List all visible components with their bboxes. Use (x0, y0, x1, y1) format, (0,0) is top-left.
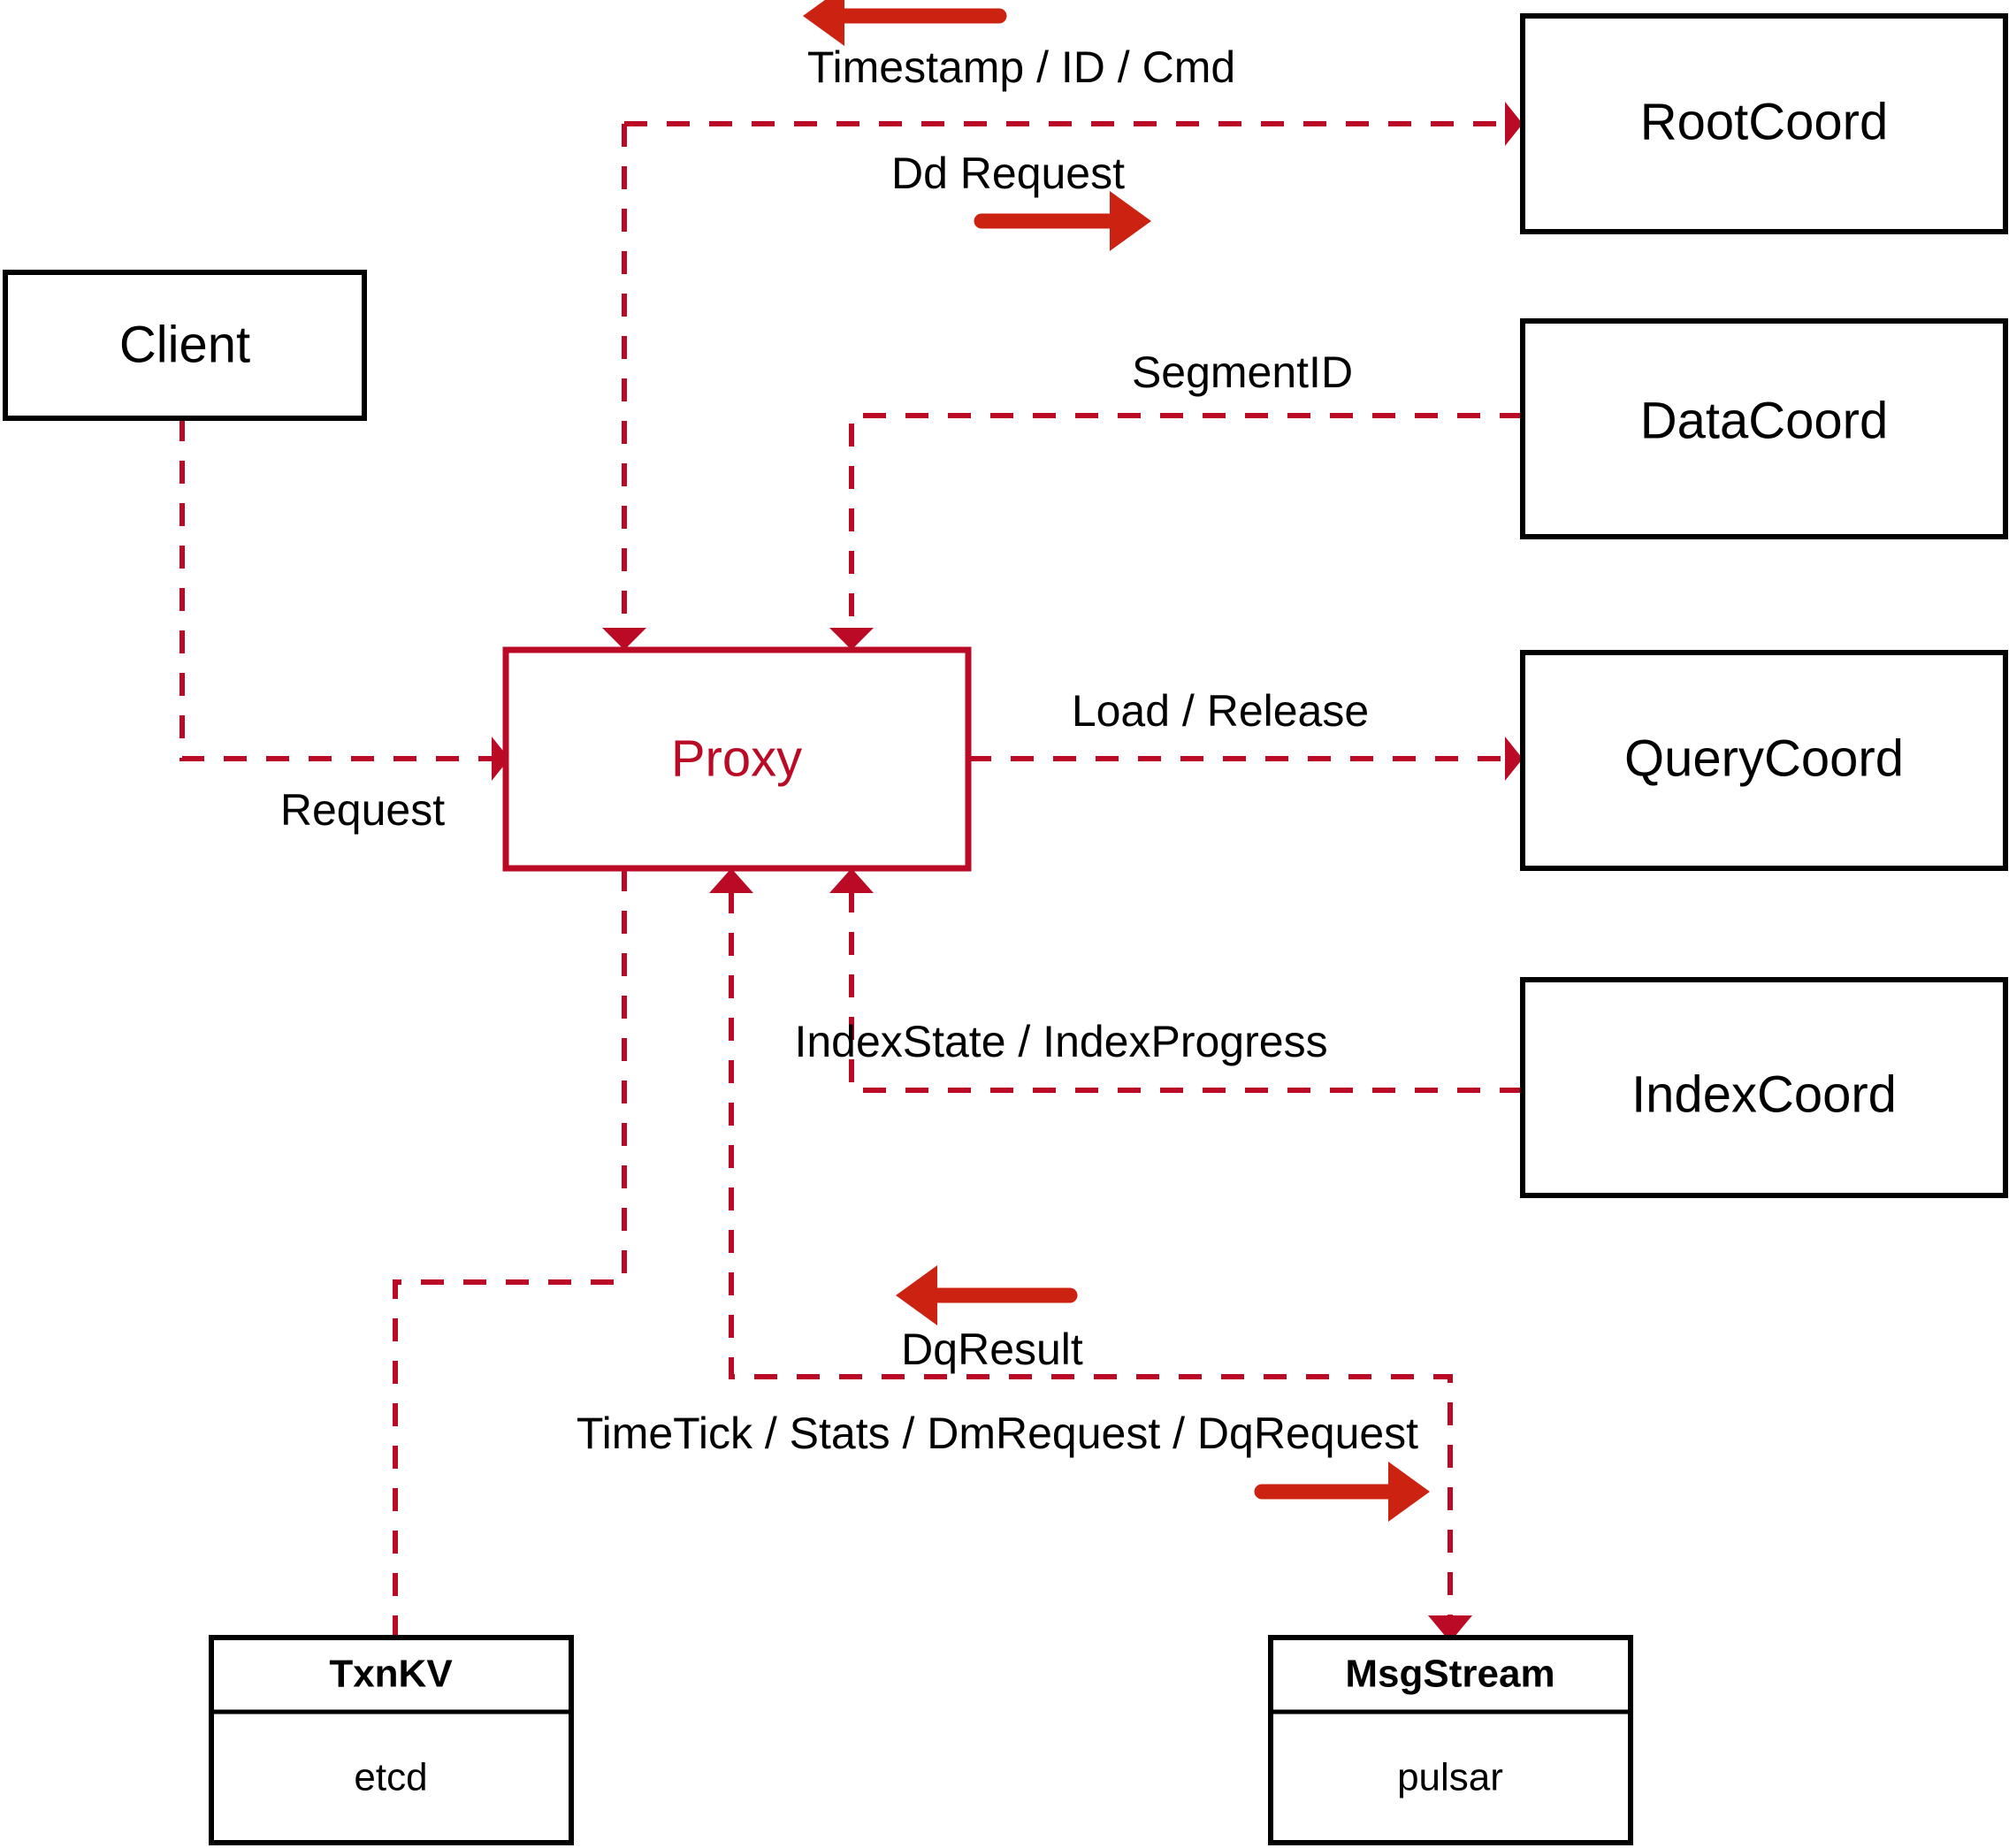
edge-client-to-proxy (180, 418, 492, 761)
node-msgstream[interactable]: MsgStream pulsar (1268, 1635, 1633, 1845)
edge-msgstream-proxy-loop (729, 893, 1453, 1638)
arrowhead-proxy-to-rootcoord (1505, 102, 1523, 146)
direction-arrow-dqresult-head (896, 1265, 937, 1325)
edge-label-dq-result: DqResult (901, 1325, 1083, 1374)
edge-label-dd-request: Dd Request (891, 149, 1125, 198)
edge-label-segment-id: SegmentID (1132, 347, 1353, 397)
indexcoord-box[interactable] (1520, 977, 2008, 1198)
edge-label-timetick-stats: TimeTick / Stats / DmRequest / DqRequest (577, 1409, 1418, 1458)
client-box[interactable] (3, 270, 367, 421)
msgstream-body-label: pulsar (1397, 1756, 1503, 1799)
direction-arrow-timestamp-head (803, 0, 844, 46)
edge-label-index-state-progress: IndexState / IndexProgress (794, 1017, 1327, 1066)
arrowhead-rootcoord-to-proxy (602, 628, 646, 650)
arrowhead-msgstream-to-proxy (709, 868, 753, 893)
proxy-label: Proxy (671, 729, 802, 787)
indexcoord-label: IndexCoord (1631, 1065, 1897, 1123)
node-indexcoord[interactable]: IndexCoord (1520, 977, 2008, 1198)
node-client[interactable]: Client (3, 270, 367, 421)
edge-indexcoord-to-proxy (849, 893, 1523, 1093)
edge-label-load-release: Load / Release (1072, 686, 1369, 736)
datacoord-label: DataCoord (1640, 392, 1888, 449)
rootcoord-label: RootCoord (1640, 93, 1888, 150)
client-label: Client (119, 316, 250, 373)
edge-label-request: Request (280, 785, 445, 835)
node-proxy[interactable]: Proxy (502, 646, 972, 872)
direction-arrow-ddrequest-head (1110, 191, 1151, 251)
arrowhead-client-to-proxy (492, 737, 509, 781)
msgstream-header-label: MsgStream (1345, 1653, 1554, 1696)
arrowhead-datacoord-to-proxy (829, 628, 874, 650)
edge-proxy-to-txnkv (393, 868, 627, 1638)
datacoord-box[interactable] (1520, 318, 2008, 539)
node-rootcoord[interactable]: RootCoord (1520, 13, 2008, 234)
node-txnkv[interactable]: TxnKV etcd (209, 1635, 574, 1845)
arrowhead-proxy-to-msgstream (1428, 1615, 1472, 1642)
edge-datacoord-to-proxy (849, 413, 1523, 628)
arrowhead-indexcoord-to-proxy (829, 868, 874, 893)
arrowhead-proxy-to-querycoord (1505, 737, 1523, 781)
direction-arrow-timetick-head (1388, 1462, 1430, 1522)
edge-label-timestamp-id-cmd: Timestamp / ID / Cmd (807, 42, 1235, 92)
txnkv-box[interactable] (209, 1635, 574, 1845)
querycoord-box[interactable] (1520, 650, 2008, 871)
txnkv-body-label: etcd (354, 1756, 427, 1799)
rootcoord-box[interactable] (1520, 13, 2008, 234)
txnkv-header-label: TxnKV (329, 1653, 453, 1696)
proxy-box[interactable] (502, 646, 972, 872)
msgstream-box[interactable] (1268, 1635, 1633, 1845)
querycoord-label: QueryCoord (1624, 729, 1904, 787)
node-querycoord[interactable]: QueryCoord (1520, 650, 2008, 871)
node-datacoord[interactable]: DataCoord (1520, 318, 2008, 539)
